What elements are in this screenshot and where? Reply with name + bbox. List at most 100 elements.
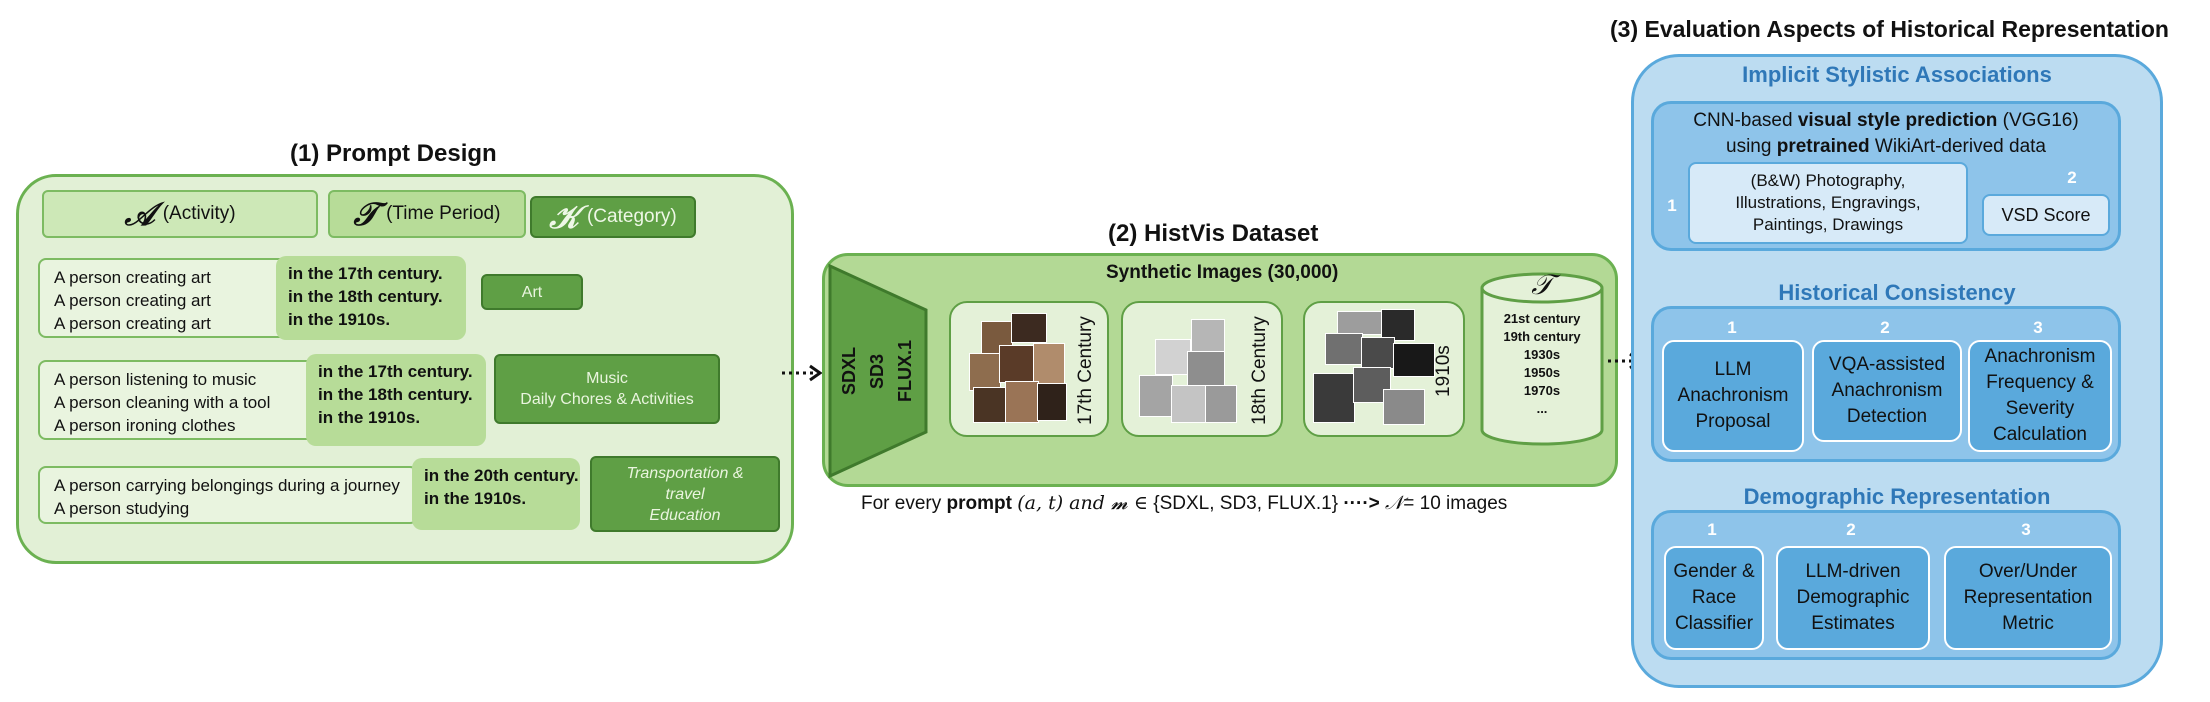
time-symbol: 𝒯: [353, 194, 379, 233]
representation-metric-tile: Over/Under Representation Metric: [1944, 546, 2112, 650]
step-number: 3: [2021, 520, 2031, 539]
model-name: SD3: [867, 353, 887, 389]
category-text: Art: [521, 283, 543, 301]
style-categories-box: (B&W) Photography, Illustrations, Engrav…: [1688, 162, 1968, 244]
image-card-18th: 18th Century: [1121, 301, 1283, 437]
activity-text: A person ironing clothes: [54, 416, 236, 435]
database-cylinder-icon: [1480, 272, 1604, 446]
activity-text: A person cleaning with a tool: [54, 393, 271, 412]
time-text: in the 1910s.: [318, 408, 421, 427]
synthetic-images-label: Synthetic Images (30,000): [1106, 262, 1339, 283]
category-header-label: (Category): [586, 206, 677, 227]
time-text: in the 18th century.: [288, 287, 443, 306]
vgg-description: CNN-based visual style prediction (VGG16…: [1651, 108, 2121, 160]
time-period-header: 𝒯 (Time Period): [328, 190, 526, 238]
time-text: in the 1910s.: [288, 310, 391, 329]
generation-formula: For every prompt (𝑎, 𝑡) and 𝓶 ∈ {SDXL, S…: [861, 492, 1507, 515]
desc-text: using: [1726, 136, 1777, 157]
llm-demographic-estimates-tile: LLM-driven Demographic Estimates: [1776, 546, 1930, 650]
step-number: 3: [2033, 318, 2043, 337]
historical-consistency-heading: Historical Consistency: [1778, 280, 2016, 305]
demographic-representation-heading: Demographic Representation: [1743, 484, 2051, 509]
time-period-item: ...: [1536, 401, 1548, 416]
activity-text: A person carrying belongings during a jo…: [54, 476, 400, 495]
step-number: 1: [1667, 196, 1677, 215]
category-header: 𝒦 (Category): [530, 196, 696, 238]
activity-text: A person creating art: [54, 314, 211, 333]
time-header-label: (Time Period): [386, 203, 501, 224]
time-text: in the 18th century.: [318, 385, 473, 404]
time-group-1: in the 17th century. in the 18th century…: [276, 256, 466, 340]
formula-variables: (𝑎, 𝑡) and 𝓶 ∈: [1017, 492, 1148, 514]
category-box-1: Art: [481, 274, 583, 310]
time-period-list: 21st century 19th century 1930s 1950s 19…: [1478, 310, 1606, 418]
desc-text: (VGG16): [1997, 110, 2079, 131]
model-name: FLUX.1: [895, 340, 915, 403]
vsd-score-box: VSD Score: [1982, 194, 2110, 236]
category-box-2: Music Daily Chores & Activities: [494, 354, 720, 424]
image-card-1910s: 1910s: [1303, 301, 1465, 437]
time-period-item: 1950s: [1523, 365, 1561, 380]
evaluation-aspects-title: (3) Evaluation Aspects of Historical Rep…: [1610, 16, 2169, 42]
time-text: in the 17th century.: [288, 264, 443, 283]
time-group-2: in the 17th century. in the 18th century…: [306, 354, 486, 446]
histvis-dataset-title: (2) HistVis Dataset: [1108, 220, 1319, 247]
time-period-item: 1970s: [1523, 383, 1561, 398]
model-list: SDXL SD3 FLUX.1: [834, 298, 920, 444]
time-symbol: 𝒯: [1531, 268, 1553, 301]
step-number: 2: [2067, 168, 2077, 187]
formula-n-symbol: 𝒩: [1385, 492, 1404, 514]
llm-anachronism-proposal-tile: LLM Anachronism Proposal: [1662, 340, 1804, 452]
category-text: Music: [586, 370, 628, 387]
desc-text: WikiArt-derived data: [1869, 136, 2046, 157]
time-text: in the 20th century.: [424, 466, 579, 485]
step-number: 1: [1727, 318, 1737, 337]
activity-header: 𝒜 (Activity): [42, 190, 318, 238]
activity-text: A person creating art: [54, 291, 211, 310]
card-label: 18th Century: [1249, 316, 1270, 426]
formula-models: {SDXL, SD3, FLUX.1}: [1153, 493, 1339, 514]
formula-arrow: ····>: [1343, 493, 1380, 514]
card-label: 1910s: [1433, 345, 1454, 397]
activity-group-3: A person carrying belongings during a jo…: [38, 466, 418, 524]
formula-result: = 10 images: [1403, 493, 1508, 514]
vqa-anachronism-detection-tile: VQA-assisted Anachronism Detection: [1812, 340, 1962, 442]
gender-race-classifier-tile: Gender & Race Classifier: [1664, 546, 1764, 650]
activity-text: A person studying: [54, 499, 190, 518]
time-period-item: 19th century: [1503, 329, 1581, 344]
formula-prompt: prompt: [946, 493, 1012, 514]
time-text: in the 17th century.: [318, 362, 473, 381]
portrait-thumbnails: [961, 313, 1071, 427]
time-period-item: 21st century: [1503, 311, 1581, 326]
category-text: travel: [665, 485, 705, 503]
image-card-17th: 17th Century: [949, 301, 1109, 437]
step-number: 2: [1880, 318, 1890, 337]
desc-text: CNN-based: [1693, 110, 1798, 131]
step-number: 2: [1846, 520, 1856, 539]
formula-pre: For every: [861, 493, 947, 514]
activity-text: A person creating art: [54, 268, 211, 287]
category-text: Daily Chores & Activities: [520, 391, 694, 408]
category-box-3: Transportation & travel Education: [590, 456, 780, 532]
card-label: 17th Century: [1075, 316, 1096, 426]
category-text: Education: [649, 506, 721, 524]
anachronism-frequency-tile: Anachronism Frequency & Severity Calcula…: [1968, 340, 2112, 452]
category-symbol: 𝒦: [549, 197, 579, 236]
prompt-design-title: (1) Prompt Design: [290, 140, 497, 167]
time-group-3: in the 20th century. in the 1910s.: [412, 458, 580, 530]
engraving-thumbnails: [1133, 313, 1245, 427]
desc-bold: visual style prediction: [1797, 110, 1998, 131]
activity-symbol: 𝒜: [124, 194, 155, 233]
desc-bold: pretrained: [1776, 136, 1870, 157]
activity-group-1: A person creating art A person creating …: [38, 258, 318, 338]
activity-header-label: (Activity): [162, 203, 236, 224]
time-text: in the 1910s.: [424, 489, 527, 508]
step-number: 1: [1707, 520, 1717, 539]
activity-group-2: A person listening to music A person cle…: [38, 360, 348, 440]
model-trapezoid-icon: [828, 263, 928, 479]
dotted-arrow-icon: [782, 364, 823, 382]
time-period-item: 1930s: [1523, 347, 1561, 362]
model-name: SDXL: [839, 347, 859, 396]
photo-thumbnails: [1311, 309, 1435, 429]
activity-text: A person listening to music: [54, 370, 257, 389]
